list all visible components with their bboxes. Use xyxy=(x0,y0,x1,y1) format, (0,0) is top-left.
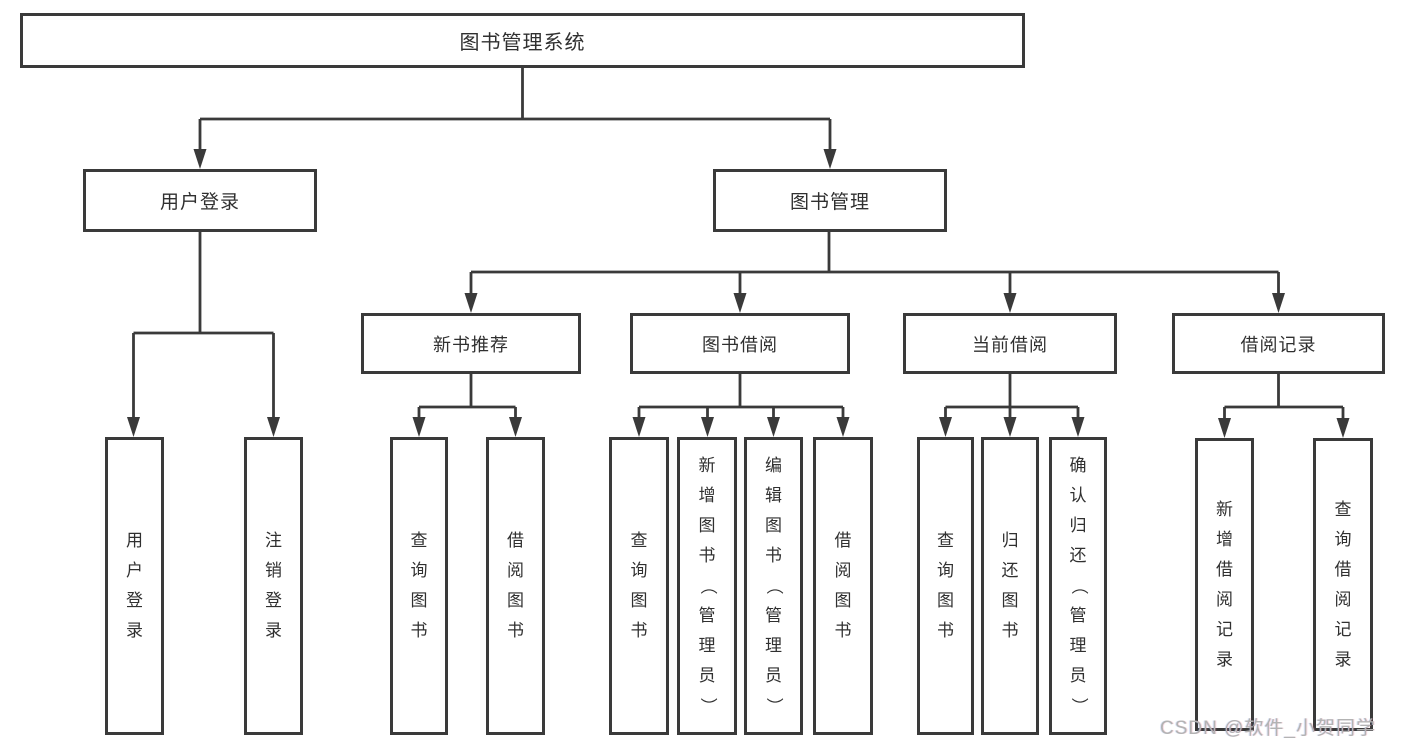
arrow-down-icon xyxy=(1218,418,1231,438)
arrow-down-icon xyxy=(1336,418,1350,438)
leaf-confirm-return-admin: 确认归还（管理员） xyxy=(1049,437,1107,735)
node-label: 确认归还（管理员） xyxy=(1069,456,1088,715)
leaf-query-book-borrow: 查询图书 xyxy=(609,437,669,735)
node-label: 新增图书（管理员） xyxy=(698,456,717,715)
leaf-query-book-current: 查询图书 xyxy=(917,437,974,735)
node-label: 借阅图书 xyxy=(507,531,524,640)
node-book-mgmt-system: 图书管理系统 xyxy=(20,13,1025,68)
node-book-mgmt: 图书管理 xyxy=(713,169,947,232)
node-label: 图书管理 xyxy=(789,192,870,213)
node-label: 用户登录 xyxy=(126,531,143,640)
arrow-down-icon xyxy=(267,417,280,437)
node-label: 图书管理系统 xyxy=(459,32,586,54)
leaf-borrow-book-recommend: 借阅图书 xyxy=(486,437,545,735)
node-label: 查询图书 xyxy=(937,531,954,640)
node-label: 当前借阅 xyxy=(972,334,1048,355)
leaf-logout: 注销登录 xyxy=(244,437,303,735)
node-label: 用户登录 xyxy=(159,192,240,213)
arrow-down-icon xyxy=(823,149,837,169)
node-book-borrow: 图书借阅 xyxy=(630,313,850,374)
leaf-return-book: 归还图书 xyxy=(981,437,1039,735)
arrow-down-icon xyxy=(767,417,780,437)
node-label: 查询借阅记录 xyxy=(1334,499,1352,669)
arrow-down-icon xyxy=(632,417,646,437)
node-label: 查询图书 xyxy=(410,531,428,640)
watermark: CSDN @软件_小贺同学 xyxy=(1160,718,1376,739)
arrow-down-icon xyxy=(1003,293,1017,313)
leaf-add-borrow-record: 新增借阅记录 xyxy=(1195,438,1254,731)
node-label: 图书借阅 xyxy=(702,334,778,355)
arrow-down-icon xyxy=(836,417,850,437)
arrow-down-icon xyxy=(1071,417,1085,437)
leaf-edit-book-admin: 编辑图书（管理员） xyxy=(744,437,803,735)
node-borrow-record: 借阅记录 xyxy=(1172,313,1385,374)
arrow-down-icon xyxy=(464,293,478,313)
leaf-query-book-recommend: 查询图书 xyxy=(390,437,448,735)
node-label: 新增借阅记录 xyxy=(1216,499,1233,669)
arrow-down-icon xyxy=(701,417,714,437)
node-label: 编辑图书（管理员） xyxy=(764,456,784,715)
node-new-book-recommend: 新书推荐 xyxy=(361,313,581,374)
node-label: 借阅图书 xyxy=(834,531,852,640)
node-label: 新书推荐 xyxy=(433,334,509,355)
arrow-down-icon xyxy=(939,417,952,437)
arrow-down-icon xyxy=(193,149,207,169)
arrow-down-icon xyxy=(412,417,426,437)
node-label: 注销登录 xyxy=(265,531,282,640)
node-label: 借阅记录 xyxy=(1240,334,1317,355)
node-current-borrow: 当前借阅 xyxy=(903,313,1117,374)
leaf-borrow-book-borrow: 借阅图书 xyxy=(813,437,873,735)
node-user-login: 用户登录 xyxy=(83,169,317,232)
leaf-add-book-admin: 新增图书（管理员） xyxy=(677,437,737,735)
arrow-down-icon xyxy=(127,417,140,437)
node-label: 查询图书 xyxy=(630,531,648,640)
arrow-down-icon xyxy=(1272,293,1285,313)
arrow-down-icon xyxy=(509,417,522,437)
arrow-down-icon xyxy=(733,293,747,313)
leaf-user-login: 用户登录 xyxy=(105,437,164,735)
leaf-query-borrow-record: 查询借阅记录 xyxy=(1313,438,1373,731)
arrow-down-icon xyxy=(1003,417,1017,437)
node-label: 归还图书 xyxy=(1001,531,1019,640)
